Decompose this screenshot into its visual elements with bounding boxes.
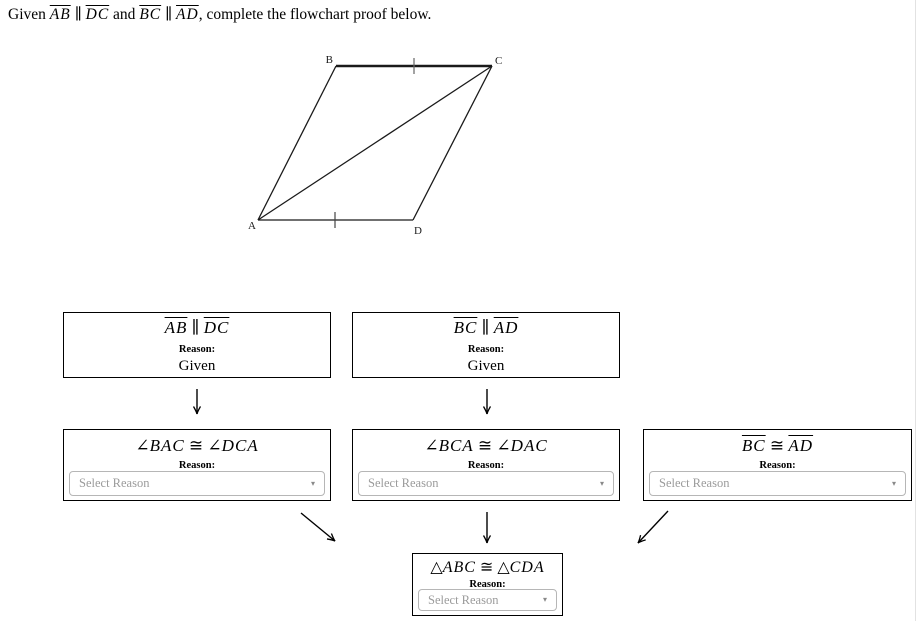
congruent-symbol: ≅ bbox=[475, 559, 498, 576]
segment-dc: DC bbox=[203, 318, 230, 337]
angle-symbol: ∠ bbox=[496, 436, 511, 455]
segment-bc: BC bbox=[453, 318, 478, 337]
dropdown-caret-icon: ▾ bbox=[310, 478, 315, 488]
segment-bc: BC bbox=[741, 436, 766, 455]
statement-text: ∠BAC ≅ ∠DCA bbox=[135, 436, 258, 456]
vertex-label-b: B bbox=[326, 54, 333, 66]
statement-box-bc-congruent-ad: BC ≅ AD Reason: Select Reason ▾ bbox=[643, 429, 912, 501]
segment-ad: AD bbox=[176, 6, 199, 23]
title-text: and bbox=[109, 6, 140, 23]
angle-symbol: ∠ bbox=[135, 436, 150, 455]
statement-text: BC ∥ AD bbox=[454, 318, 519, 338]
segment-ab: AB bbox=[164, 318, 188, 337]
triangle-name: ABC bbox=[442, 559, 476, 576]
angle-name: DCA bbox=[221, 436, 259, 455]
parallel-symbol: ∥ bbox=[477, 318, 494, 337]
triangle-symbol: △ bbox=[497, 559, 510, 576]
arrow-sides-to-triangles bbox=[638, 510, 669, 543]
statement-text: △ABC ≅ △CDA bbox=[430, 557, 544, 577]
statement-text: AB ∥ DC bbox=[165, 318, 230, 338]
statement-box-triangle-congruence: △ABC ≅ △CDA Reason: Select Reason ▾ bbox=[412, 553, 563, 616]
reason-label: Reason: bbox=[178, 344, 216, 355]
reason-select-angles1[interactable]: Select Reason ▾ bbox=[69, 471, 325, 496]
page-right-border bbox=[915, 0, 916, 621]
segment-ad: AD bbox=[493, 318, 519, 337]
statement-box-angle-bac-dca: ∠BAC ≅ ∠DCA Reason: Select Reason ▾ bbox=[63, 429, 331, 501]
angle-name: BAC bbox=[149, 436, 185, 455]
vertex-label-d: D bbox=[414, 225, 422, 237]
title-text: Given bbox=[8, 6, 50, 23]
geometry-diagram: B C A D bbox=[248, 54, 502, 237]
angle-symbol: ∠ bbox=[424, 436, 439, 455]
segment-dc: DC bbox=[85, 6, 110, 23]
diagonal-ac bbox=[257, 65, 493, 221]
statement-box-ab-parallel-dc: AB ∥ DC Reason: Given bbox=[63, 312, 331, 378]
select-placeholder: Select Reason bbox=[368, 476, 439, 490]
dropdown-caret-icon: ▾ bbox=[599, 478, 604, 488]
reason-label: Reason: bbox=[469, 579, 506, 590]
triangle-name: CDA bbox=[509, 559, 545, 576]
select-placeholder: Select Reason bbox=[79, 476, 150, 490]
problem-statement: Given AB ∥ DC and BC ∥ AD, complete the … bbox=[8, 5, 431, 24]
reason-label: Reason: bbox=[178, 460, 216, 471]
congruent-symbol: ≅ bbox=[473, 436, 497, 455]
triangle-symbol: △ bbox=[430, 559, 443, 576]
angle-symbol: ∠ bbox=[207, 436, 222, 455]
side-cd bbox=[412, 65, 493, 221]
parallel-symbol: ∥ bbox=[161, 6, 177, 23]
vertex-label-a: A bbox=[248, 220, 256, 232]
angle-name: DAC bbox=[510, 436, 548, 455]
congruent-symbol: ≅ bbox=[765, 436, 789, 455]
reason-select-triangles[interactable]: Select Reason ▾ bbox=[418, 589, 557, 611]
parallel-symbol: ∥ bbox=[70, 6, 86, 23]
congruent-symbol: ≅ bbox=[184, 436, 208, 455]
statement-text: BC ≅ AD bbox=[742, 436, 813, 456]
select-placeholder: Select Reason bbox=[659, 476, 730, 490]
angle-name: BCA bbox=[438, 436, 474, 455]
reason-select-sides[interactable]: Select Reason ▾ bbox=[649, 471, 906, 496]
side-ab bbox=[257, 65, 337, 221]
dropdown-caret-icon: ▾ bbox=[542, 595, 547, 604]
segment-ad: AD bbox=[788, 436, 814, 455]
statement-text: ∠BCA ≅ ∠DAC bbox=[424, 436, 547, 456]
parallel-symbol: ∥ bbox=[187, 318, 204, 337]
segment-ab: AB bbox=[49, 6, 71, 23]
segment-bc: BC bbox=[139, 6, 162, 23]
select-placeholder: Select Reason bbox=[428, 592, 499, 607]
dropdown-caret-icon: ▾ bbox=[891, 478, 896, 488]
reason-label: Reason: bbox=[467, 344, 505, 355]
title-text: , complete the flowchart proof below. bbox=[198, 6, 432, 23]
arrow-angles1-to-triangles bbox=[300, 512, 335, 541]
reason-label: Reason: bbox=[759, 460, 796, 471]
statement-box-angle-bca-dac: ∠BCA ≅ ∠DAC Reason: Select Reason ▾ bbox=[352, 429, 620, 501]
reason-select-angles2[interactable]: Select Reason ▾ bbox=[358, 471, 614, 496]
statement-box-bc-parallel-ad: BC ∥ AD Reason: Given bbox=[352, 312, 620, 378]
reason-value: Given bbox=[467, 358, 505, 374]
reason-value: Given bbox=[178, 358, 216, 374]
vertex-label-c: C bbox=[495, 55, 502, 67]
reason-label: Reason: bbox=[467, 460, 505, 471]
